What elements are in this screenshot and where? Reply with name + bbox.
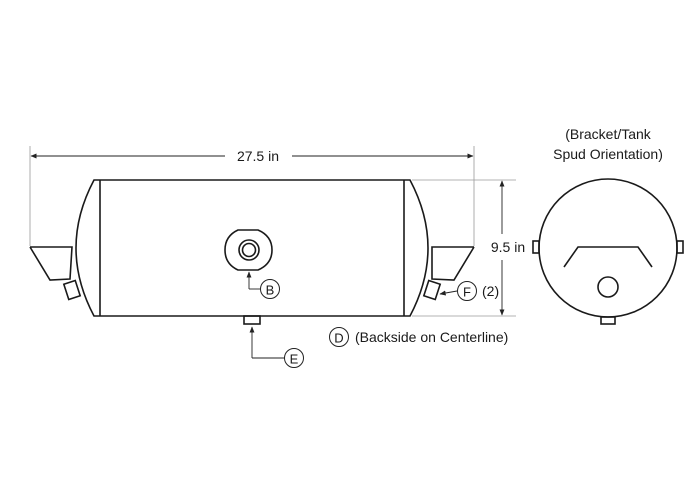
tank-body: [75, 179, 429, 317]
end-view-bracket: [563, 246, 653, 268]
end-view-left-spud: [532, 240, 540, 254]
end-view-bottom-spud: [600, 316, 616, 325]
diameter-label: 9.5 in: [491, 239, 525, 255]
end-view-right-spud: [676, 240, 684, 254]
callout-e-letter: E: [290, 352, 299, 367]
callout-e: E: [249, 326, 304, 368]
right-bracket: [422, 246, 475, 301]
spud-e: [243, 315, 261, 325]
spud-b-port-outer: [238, 239, 260, 261]
end-view: (Bracket/Tank Spud Orientation): [532, 126, 684, 325]
callout-f-quantity: (2): [482, 283, 499, 299]
end-view-title-line2: Spud Orientation): [553, 146, 663, 162]
tank-side-view: [29, 179, 475, 325]
end-view-title-line1: (Bracket/Tank: [565, 126, 652, 142]
callout-d-letter: D: [334, 331, 343, 346]
end-view-spud-port: [597, 276, 619, 298]
callout-f: F (2): [439, 281, 499, 301]
callout-b-letter: B: [266, 283, 275, 298]
callout-d-note: (Backside on Centerline): [355, 329, 508, 345]
length-label: 27.5 in: [237, 148, 279, 164]
callout-d: D (Backside on Centerline): [329, 327, 508, 347]
length-dimension: 27.5 in: [30, 148, 474, 164]
extension-lines: [29, 146, 516, 317]
callout-b: B: [246, 271, 280, 299]
callout-f-letter: F: [463, 285, 471, 300]
diameter-dimension: 9.5 in: [491, 180, 525, 316]
left-bracket: [29, 246, 82, 301]
spud-b-port-inner: [241, 242, 257, 258]
spud-b: [224, 229, 273, 271]
